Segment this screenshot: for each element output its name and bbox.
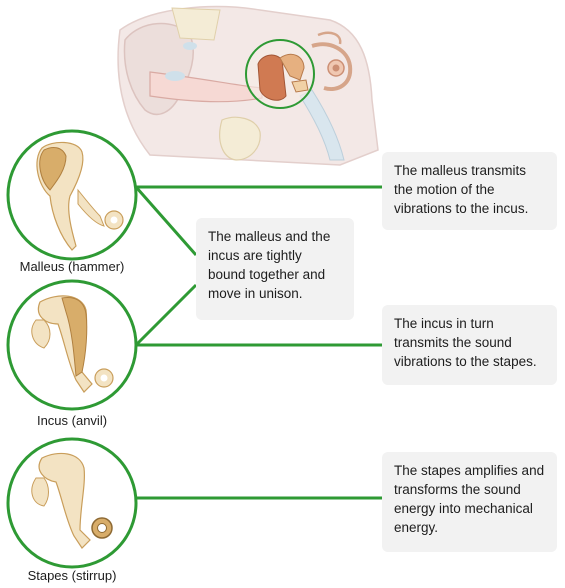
malleus-incus-link-note: The malleus and the incus are tightly bo… [196, 218, 354, 320]
malleus-label: Malleus (hammer) [19, 259, 125, 274]
stapes-icon [6, 437, 138, 569]
malleus-icon [6, 129, 138, 261]
ear-cross-section-illustration [117, 5, 379, 166]
connector-note-lower [134, 283, 198, 347]
stapes-description: The stapes amplifies and transforms the … [382, 452, 557, 552]
malleus-description: The malleus transmits the motion of the … [382, 152, 557, 230]
incus-label: Incus (anvil) [36, 413, 108, 428]
incus-icon [6, 279, 138, 411]
connector-note-upper [134, 186, 198, 256]
incus-description: The incus in turn transmits the sound vi… [382, 305, 557, 385]
stapes-label: Stapes (stirrup) [27, 568, 117, 583]
